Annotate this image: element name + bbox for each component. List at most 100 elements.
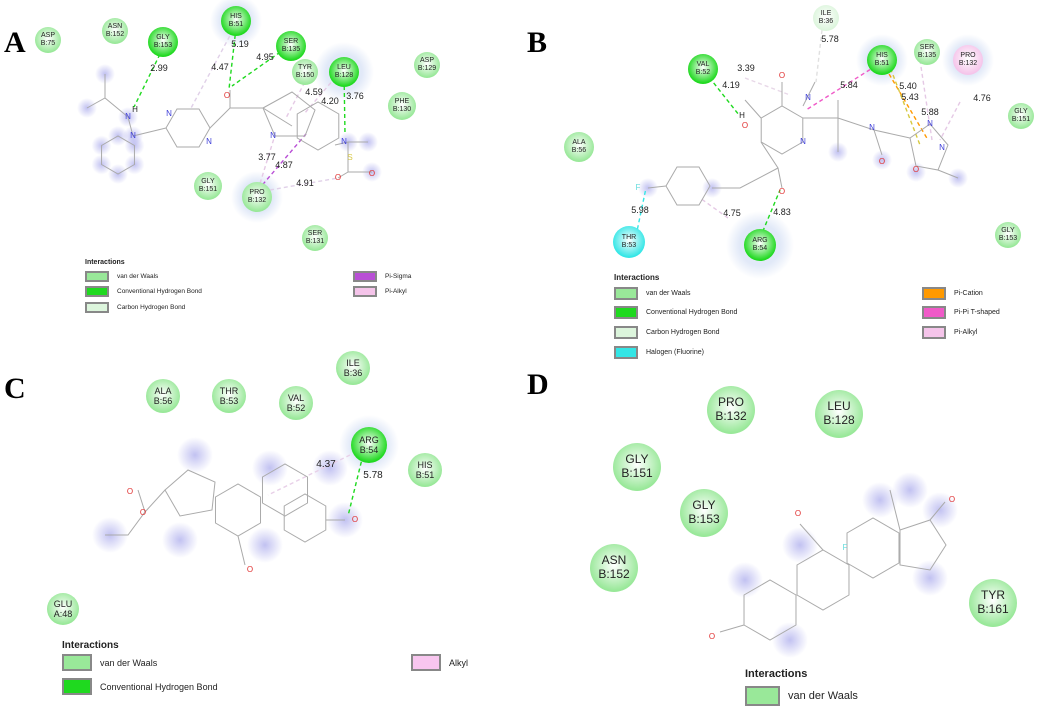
distance-label: 4.95 (256, 52, 274, 62)
legend-label: van der Waals (117, 273, 159, 280)
interaction-line (347, 454, 364, 517)
panel-label: A (4, 26, 26, 59)
legend-label: Pi-Cation (954, 290, 983, 297)
atom-halo (177, 437, 213, 473)
bond-ring (261, 463, 309, 517)
bond-chain (719, 624, 745, 633)
bond-chain (712, 167, 779, 189)
atom-label: O (795, 509, 801, 518)
distance-label: 5.84 (840, 80, 858, 90)
legend-item: van der Waals (62, 654, 157, 671)
bond-ring (283, 493, 327, 543)
atom-label: F (636, 183, 641, 192)
panel-label: B (527, 26, 548, 59)
residue-node: THR B:53 (613, 226, 645, 258)
residue-node: GLY B:153 (148, 27, 178, 57)
legend-item: Conventional Hydrogen Bond (614, 306, 737, 319)
distance-label: 4.87 (275, 160, 293, 170)
interaction-line (815, 29, 823, 83)
atom-label: O (335, 173, 341, 182)
atom-halo (862, 482, 898, 518)
legend-label: Conventional Hydrogen Bond (100, 681, 218, 692)
residue-node: PRO B:132 (242, 182, 272, 212)
residue-node: SER B:131 (302, 225, 328, 251)
distance-label: 5.40 (899, 81, 917, 91)
legend-title: Interactions (745, 668, 808, 680)
residue-node: GLY B:153 (680, 489, 728, 537)
legend-swatch (411, 654, 441, 671)
residue-node: ILE B:36 (336, 351, 370, 385)
distance-label: 5.98 (631, 205, 649, 215)
residue-node: ILE B:36 (813, 5, 839, 31)
legend-swatch (614, 287, 638, 300)
atom-label: O (779, 187, 785, 196)
residue-node: PHE B:130 (388, 92, 416, 120)
bond-chain (760, 141, 783, 189)
distance-label: 4.19 (722, 80, 740, 90)
legend-title: Interactions (614, 273, 660, 282)
bond-chain (647, 185, 667, 189)
legend-swatch (353, 286, 377, 297)
legend-swatch (614, 326, 638, 339)
bond-chain (799, 523, 824, 551)
atom-label: N (270, 131, 276, 140)
atom-halo (312, 450, 348, 486)
atom-halo (892, 472, 928, 508)
legend-swatch (85, 286, 109, 297)
legend-label: van der Waals (646, 290, 691, 297)
interaction-line (257, 134, 276, 191)
atom-label: O (224, 91, 230, 100)
interaction-line (699, 197, 729, 219)
legend-label: Carbon Hydrogen Bond (646, 329, 720, 336)
atom-label: O (949, 495, 955, 504)
atom-label: N (166, 109, 172, 118)
panel-label: C (4, 372, 26, 405)
atom-label: O (779, 71, 785, 80)
interaction-line (269, 177, 339, 191)
distance-label: 4.76 (973, 93, 991, 103)
legend-title: Interactions (85, 259, 125, 266)
residue-node: ASP B:129 (414, 52, 440, 78)
legend-swatch (85, 271, 109, 282)
legend-label: Halogen (Fluorine) (646, 349, 704, 356)
atom-label: N (869, 123, 875, 132)
legend-swatch (62, 678, 92, 695)
interaction-line (257, 133, 307, 191)
interaction-line (744, 77, 791, 96)
legend-item: Pi-Sigma (353, 271, 411, 282)
bond-ring (846, 517, 900, 579)
legend-item: van der Waals (745, 686, 858, 706)
atom-label: O (127, 487, 133, 496)
atom-label: N (341, 137, 347, 146)
legend-item: Pi-Alkyl (922, 326, 977, 339)
atom-halo (872, 150, 892, 170)
bond-ring (164, 469, 216, 517)
legend-item: van der Waals (85, 271, 158, 282)
legend-title: Interactions (62, 640, 119, 651)
atom-halo (252, 450, 288, 486)
legend-label: Pi-Alkyl (954, 329, 978, 336)
distance-label: 3.76 (346, 91, 364, 101)
legend-swatch (922, 306, 946, 319)
legend-swatch (922, 326, 946, 339)
legend-swatch (614, 346, 638, 359)
legend-item: Pi-Cation (922, 287, 983, 300)
legend-item: Carbon Hydrogen Bond (85, 302, 185, 313)
residue-node: ALA B:56 (564, 132, 594, 162)
distance-label: 2.99 (150, 63, 168, 73)
atom-label: F (843, 543, 848, 552)
residue-node: LEU B:128 (815, 390, 863, 438)
atom-label: O (140, 508, 146, 517)
bond-chain (127, 116, 134, 137)
bond-ring (909, 123, 949, 171)
bond-chain (873, 129, 883, 156)
legend-item: Carbon Hydrogen Bond (614, 326, 720, 339)
bond-chain (889, 489, 901, 531)
bond-chain (929, 501, 946, 521)
legend-label: Conventional Hydrogen Bond (117, 288, 202, 295)
residue-node: ARG B:54 (351, 427, 387, 463)
residue-node: HIS B:51 (221, 6, 251, 36)
legend-item: Halogen (Fluorine) (614, 346, 704, 359)
atom-halo (912, 560, 948, 596)
